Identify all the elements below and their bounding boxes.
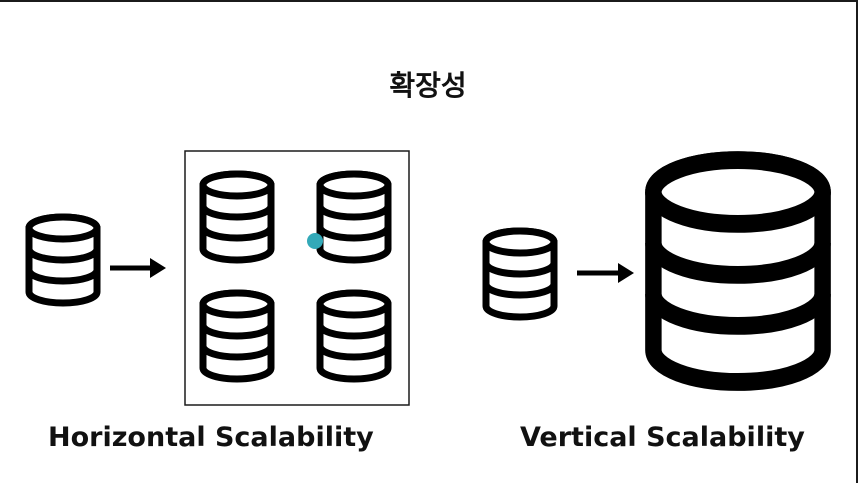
database-icon [486,231,554,317]
database-icon [29,217,97,303]
slide-title: 확장성 [389,69,467,102]
horizontal-caption: Horizontal Scalability [48,422,374,453]
database-icon [320,174,388,260]
database-icon [203,293,271,379]
database-icon [645,151,831,391]
database-icon [203,174,271,260]
vertical-caption: Vertical Scalability [520,422,805,453]
database-icon [320,293,388,379]
arrow-right-icon [110,258,166,278]
arrow-right-icon [577,263,634,283]
pointer-cursor [307,233,323,249]
